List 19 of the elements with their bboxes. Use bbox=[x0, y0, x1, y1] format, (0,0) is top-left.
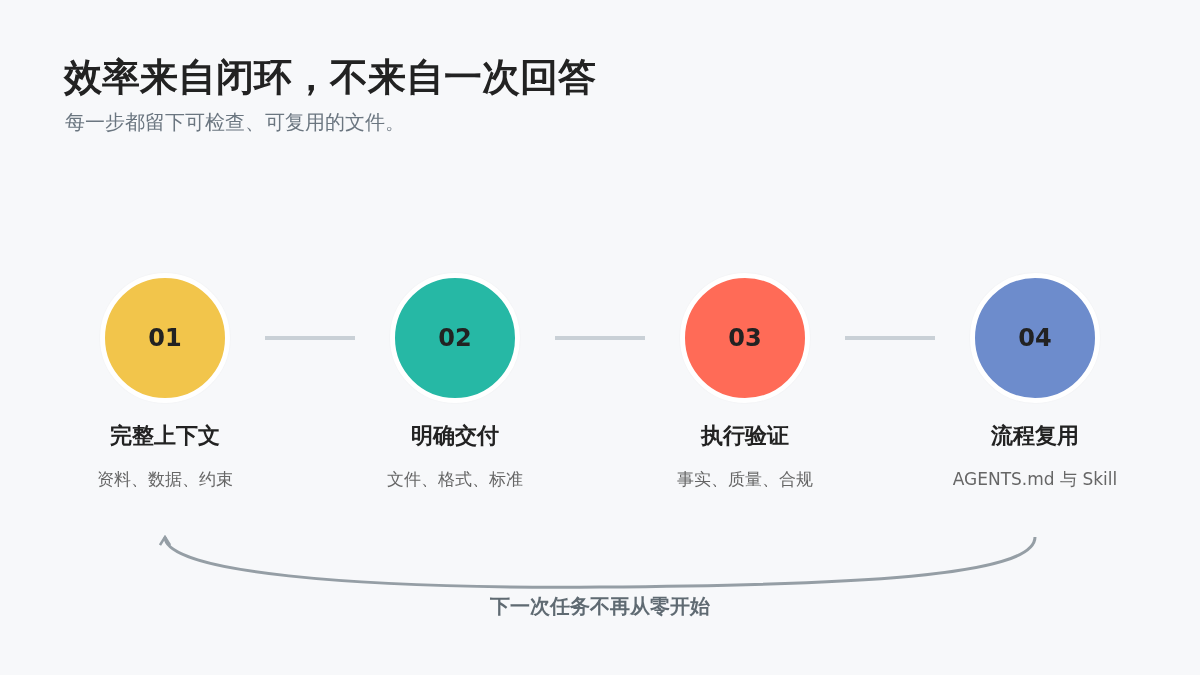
step-description: 事实、质量、合规 bbox=[676, 468, 814, 490]
subtitle: 每一步都留下可检查、可复用的文件。 bbox=[65, 109, 405, 136]
step-title: 执行验证 bbox=[699, 422, 790, 450]
step-description: 资料、数据、约束 bbox=[96, 468, 234, 490]
number-circle: 03 bbox=[680, 273, 810, 403]
number-circle: 02 bbox=[390, 273, 520, 403]
number-circle: 04 bbox=[970, 273, 1100, 403]
step-title: 流程复用 bbox=[990, 422, 1080, 450]
edge-label: 下一次任务不再从零开始 bbox=[489, 593, 711, 619]
number-circle: 01 bbox=[100, 273, 230, 403]
step-title: 明确交付 bbox=[410, 422, 500, 450]
step-description: AGENTS.md 与 Skill bbox=[951, 468, 1119, 490]
connector-line bbox=[265, 336, 355, 340]
connector-line bbox=[555, 336, 645, 340]
return-arrow bbox=[162, 535, 1037, 589]
title: 效率来自闭环，不来自一次回答 bbox=[64, 54, 596, 101]
connector-line bbox=[845, 336, 935, 340]
step-description: 文件、格式、标准 bbox=[386, 468, 524, 490]
step-title: 完整上下文 bbox=[109, 422, 221, 450]
